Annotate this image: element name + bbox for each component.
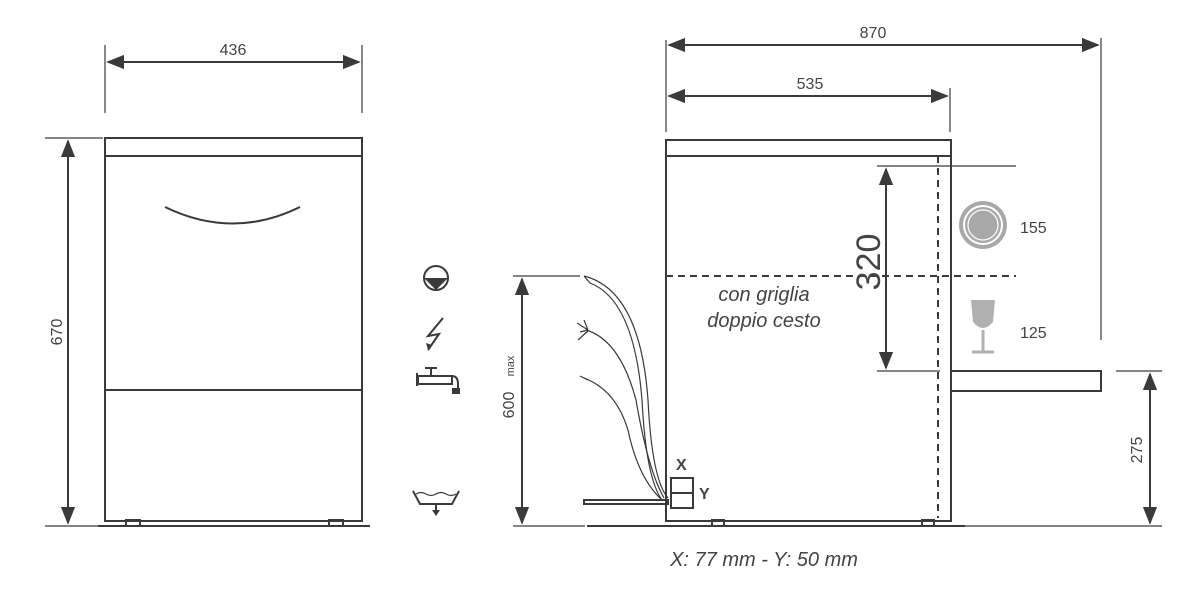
front-cabinet [104,137,363,522]
power-icon [425,317,444,351]
hose-height-suffix: max [505,355,517,376]
x-marker: X [676,457,687,474]
note-line-1: con griglia [718,284,809,306]
glass-height-label: 125 [1020,325,1047,342]
floor-drain-pipe [583,499,669,505]
side-foot-front [711,519,725,527]
side-cabinet [665,139,952,522]
power-cable [576,319,665,499]
connection-box-x [670,477,694,494]
y-marker: Y [699,486,710,503]
front-foot-left [125,519,141,527]
hose-height-label: 600 [501,392,518,419]
shelf-height-label: 275 [1129,437,1146,464]
front-door-handle [164,206,301,225]
body-depth-label: 535 [797,76,824,93]
depth-label: 870 [860,25,887,42]
plate-icon [959,201,1007,249]
xy-caption: X: 77 mm - Y: 50 mm [669,549,858,571]
clearance-label: 320 [850,234,888,291]
plate-height-label: 155 [1020,220,1047,237]
connection-box-y [670,492,694,509]
width-label: 436 [220,42,247,59]
wine-glass-icon [971,300,995,354]
front-foot-right [328,519,344,527]
floor-drain-icon [412,490,460,516]
front-view: 436 670 [45,42,370,527]
open-door-shelf [950,370,1102,392]
water-tap-icon [416,367,460,394]
side-foot-rear [921,519,935,527]
height-label: 670 [49,319,66,346]
drain-icon [423,265,449,291]
drain-hose [583,275,669,501]
water-inlet-hose [579,375,663,501]
note-line-2: doppio cesto [707,310,820,332]
side-view: 870 535 con griglia doppio cesto 320 155 [501,25,1162,527]
